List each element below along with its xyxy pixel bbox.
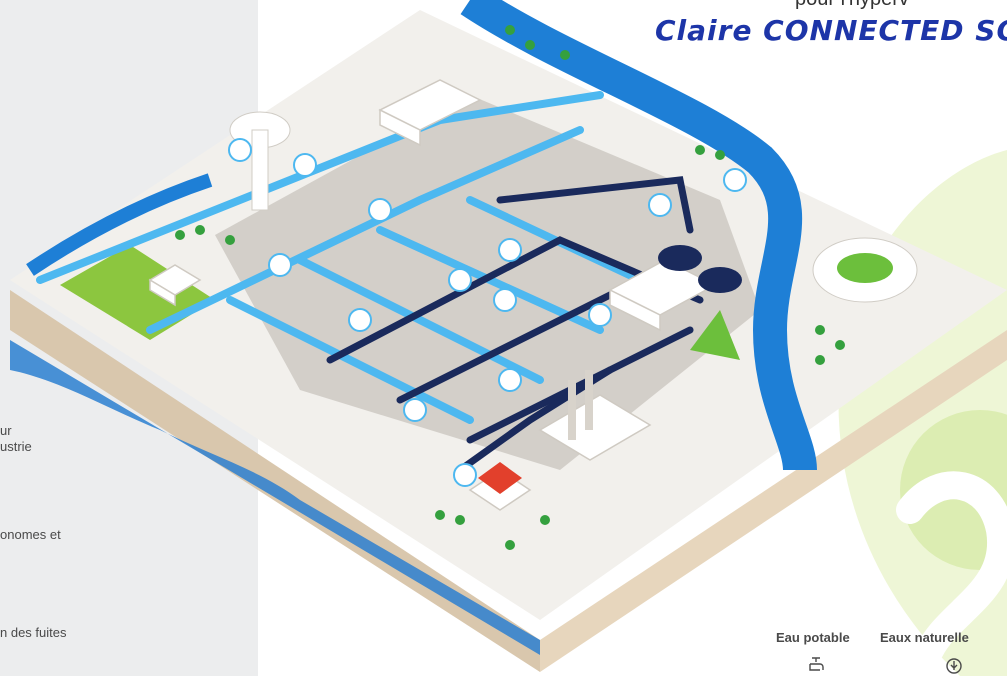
ground-side-left: [10, 290, 540, 672]
house-red-roof: [478, 462, 522, 494]
sidebar-item-label: onomes et: [0, 527, 61, 542]
leaf-drop-icon: [946, 658, 962, 674]
sidebar-item-label: ur: [0, 423, 12, 438]
faucet-icon: [809, 657, 824, 671]
sidebar-item-fuites[interactable]: n des fuites: [0, 625, 67, 641]
factory-chimney: [568, 380, 576, 440]
green-area: [690, 310, 740, 360]
underground-water: [10, 340, 540, 655]
page-header: pour l'hyperv Claire CONNECTED SO: [655, 0, 1007, 50]
river-left: [26, 173, 213, 276]
river: [460, 0, 817, 472]
tab-eaux-naturelles[interactable]: Eaux naturelle: [880, 630, 969, 645]
tab-eau-potable[interactable]: Eau potable: [776, 630, 850, 645]
tab-label: Eaux naturelle: [880, 630, 969, 645]
page-subtitle: pour l'hyperv: [795, 0, 909, 11]
treatment-tank: [698, 267, 742, 293]
page-title: Claire CONNECTED SO: [655, 14, 1007, 47]
sidebar-item-industrie[interactable]: ur ustrie: [0, 423, 32, 455]
sidebar-item-autonomes[interactable]: onomes et: [0, 527, 61, 543]
buildings: [148, 79, 717, 511]
sidebar-item-label: n des fuites: [0, 625, 67, 640]
ground-side-right: [540, 330, 1007, 672]
sidebar-item-label: ustrie: [0, 439, 32, 454]
tab-label: Eau potable: [776, 630, 850, 645]
sensor-markers: [228, 138, 747, 487]
treatment-tank: [658, 245, 702, 271]
trees: [175, 25, 845, 550]
factory-chimney: [585, 370, 593, 430]
